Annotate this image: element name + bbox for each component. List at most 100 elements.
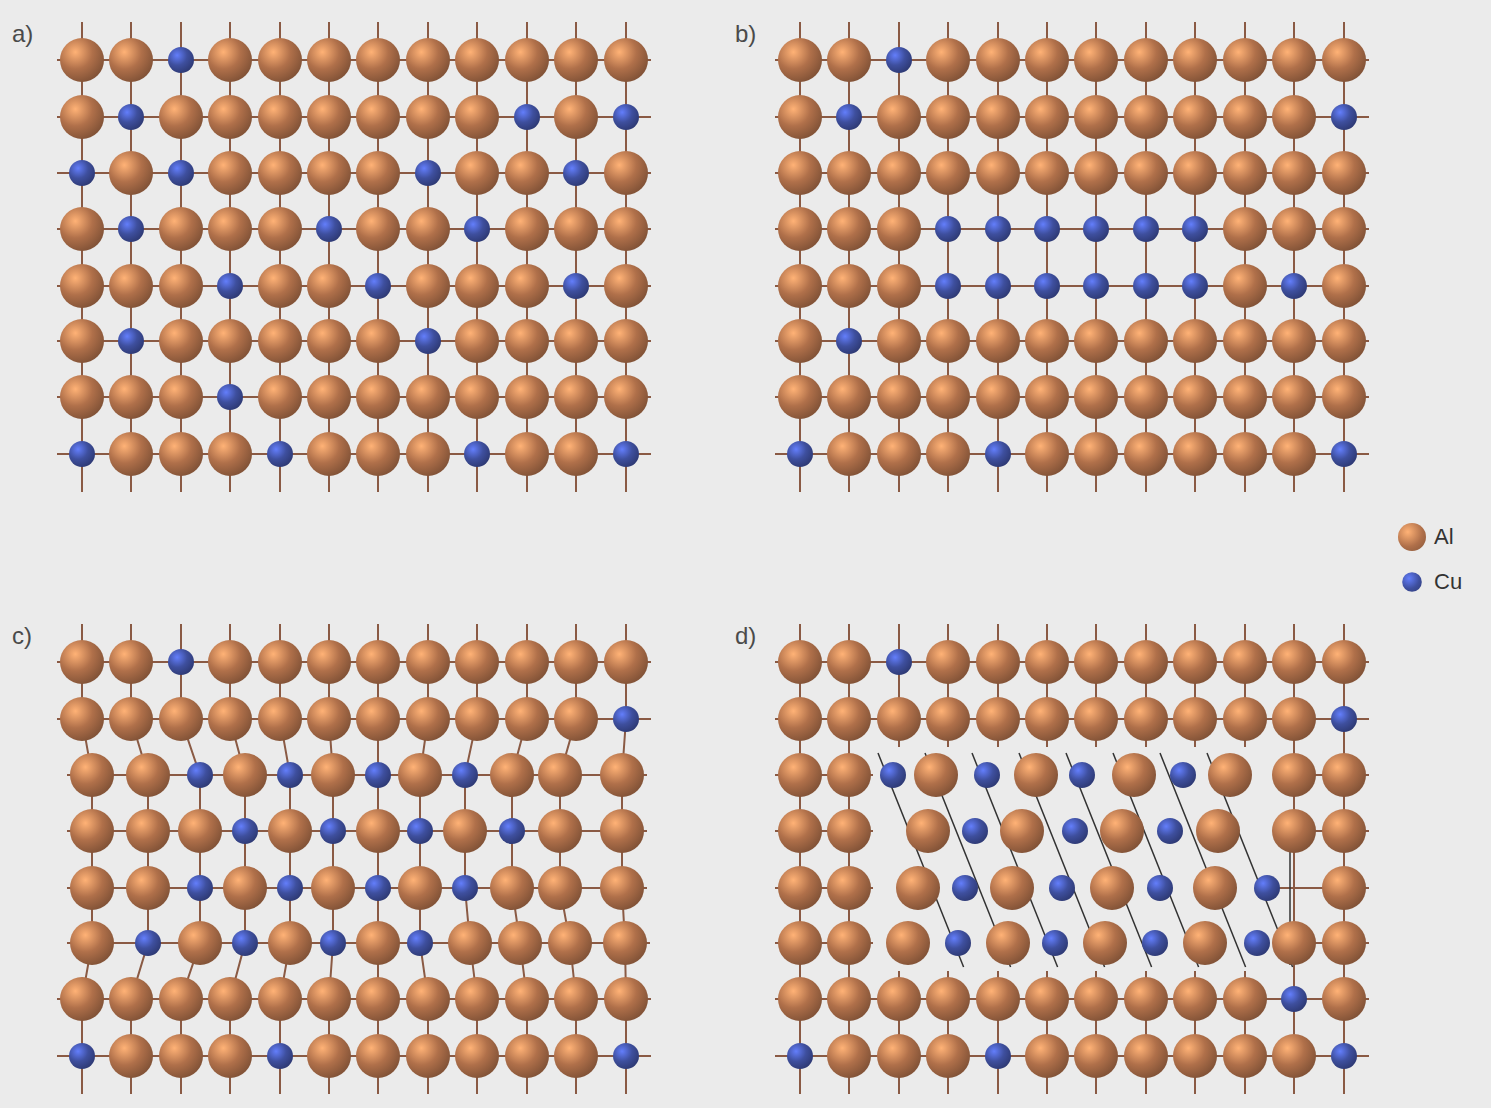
al-atom — [1112, 753, 1156, 797]
cu-atom — [1170, 762, 1196, 788]
cu-atom — [320, 818, 346, 844]
al-atom — [896, 866, 940, 910]
al-atom — [1322, 151, 1366, 195]
al-atom — [986, 921, 1030, 965]
cu-atom — [787, 1043, 813, 1069]
al-atom — [356, 809, 400, 853]
al-atom — [877, 697, 921, 741]
al-atom — [159, 697, 203, 741]
al-atom — [554, 977, 598, 1021]
al-atom — [926, 977, 970, 1021]
al-atom — [258, 977, 302, 1021]
al-atom — [1025, 38, 1069, 82]
al-atom — [1124, 38, 1168, 82]
cu-atom — [1331, 1043, 1357, 1069]
cu-atom — [499, 818, 525, 844]
lattice-panel — [57, 22, 651, 492]
legend-text: Al — [1434, 524, 1454, 550]
al-atom — [1074, 375, 1118, 419]
al-atom — [976, 375, 1020, 419]
al-atom — [1223, 640, 1267, 684]
cu-atom — [974, 762, 1000, 788]
al-atom — [926, 38, 970, 82]
al-atom — [778, 38, 822, 82]
al-atom — [1025, 319, 1069, 363]
al-atom — [778, 921, 822, 965]
cu-atom — [168, 160, 194, 186]
al-atom — [1173, 1034, 1217, 1078]
cu-atom — [1042, 930, 1068, 956]
al-atom — [554, 95, 598, 139]
al-atom — [778, 319, 822, 363]
al-atom — [505, 697, 549, 741]
al-atom — [603, 921, 647, 965]
al-atom — [307, 375, 351, 419]
al-atom — [1074, 151, 1118, 195]
legend-text: Cu — [1434, 569, 1462, 595]
al-atom — [60, 640, 104, 684]
al-atom — [258, 697, 302, 741]
cu-atom — [935, 216, 961, 242]
al-atom — [398, 753, 442, 797]
al-atom — [406, 697, 450, 741]
al-atom — [906, 809, 950, 853]
al-atom — [1196, 809, 1240, 853]
al-atom — [60, 319, 104, 363]
al-atom — [990, 866, 1034, 910]
al-atom — [1272, 640, 1316, 684]
cu-atom — [1254, 875, 1280, 901]
legend-entry: Cu — [1398, 568, 1462, 596]
al-atom — [778, 809, 822, 853]
cu-atom — [886, 649, 912, 675]
al-atom — [1272, 38, 1316, 82]
al-atom — [1124, 640, 1168, 684]
al-atom — [1272, 319, 1316, 363]
al-atom — [1223, 151, 1267, 195]
al-atom — [976, 95, 1020, 139]
al-atom — [208, 1034, 252, 1078]
al-atom — [1173, 697, 1217, 741]
al-atom — [1090, 866, 1134, 910]
al-atom — [1124, 697, 1168, 741]
al-atom — [1322, 319, 1366, 363]
al-atom — [926, 1034, 970, 1078]
al-atom — [778, 264, 822, 308]
cu-atom — [267, 1043, 293, 1069]
al-atom — [604, 38, 648, 82]
cu-atom — [365, 875, 391, 901]
panel-label: c) — [12, 622, 32, 650]
cu-atom — [836, 104, 862, 130]
cu-atom — [187, 875, 213, 901]
al-atom — [311, 866, 355, 910]
cu-atom — [232, 930, 258, 956]
al-atom — [406, 95, 450, 139]
cu-atom — [1034, 216, 1060, 242]
al-atom — [455, 264, 499, 308]
al-atom — [976, 697, 1020, 741]
al-atom — [208, 432, 252, 476]
al-atom — [159, 319, 203, 363]
al-atom — [505, 264, 549, 308]
al-atom — [406, 375, 450, 419]
al-atom — [778, 95, 822, 139]
al-atom — [1223, 1034, 1267, 1078]
al-atom — [926, 432, 970, 476]
al-atom — [356, 207, 400, 251]
al-atom — [406, 264, 450, 308]
al-atom — [827, 753, 871, 797]
al-atom — [1223, 977, 1267, 1021]
al-atom — [505, 375, 549, 419]
al-atom — [159, 264, 203, 308]
cu-atom — [187, 762, 213, 788]
al-atom — [1074, 432, 1118, 476]
al-atom — [1322, 207, 1366, 251]
al-atom — [258, 207, 302, 251]
al-atom — [1223, 319, 1267, 363]
al-atom — [505, 151, 549, 195]
al-atom — [159, 207, 203, 251]
al-atom — [1322, 866, 1366, 910]
al-atom — [223, 866, 267, 910]
al-atom — [1083, 921, 1127, 965]
al-atom — [976, 640, 1020, 684]
al-atom — [1124, 151, 1168, 195]
